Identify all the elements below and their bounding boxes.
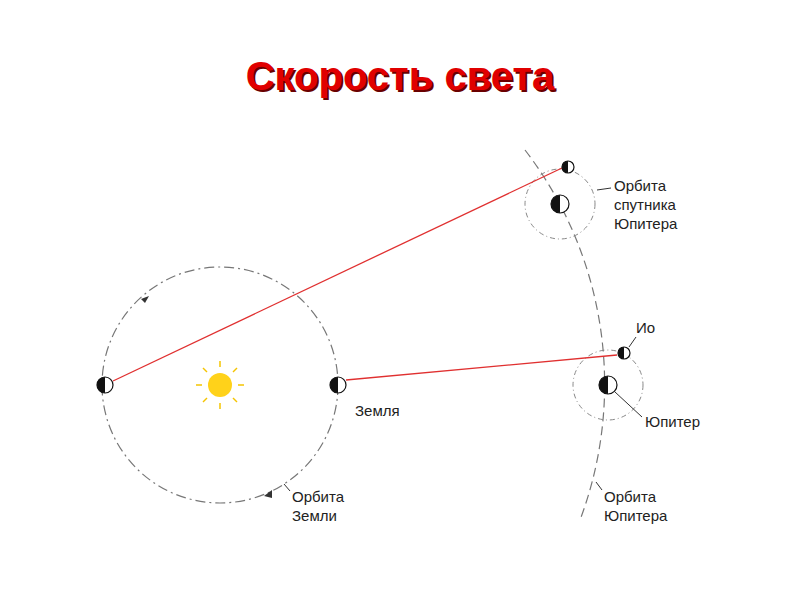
label: Земля xyxy=(355,401,435,420)
leader-line xyxy=(629,337,636,347)
light-path xyxy=(113,168,562,381)
light-path xyxy=(346,355,617,380)
leader-line xyxy=(597,188,611,190)
title: Скорость света xyxy=(0,54,800,99)
orbit-arrow xyxy=(141,296,149,303)
sun-rays xyxy=(196,361,244,409)
label: Орбита Земли xyxy=(292,487,364,525)
label: Орбита Юпитера xyxy=(604,487,684,525)
orbit-arrow xyxy=(264,490,272,498)
earth-symbol xyxy=(330,377,346,393)
jupiter-symbol xyxy=(599,376,617,394)
moon-orbit xyxy=(525,169,595,239)
jupiter-orbit xyxy=(525,150,605,520)
moon-orbit xyxy=(573,350,643,420)
earth-orbit xyxy=(102,267,338,503)
io-symbol xyxy=(562,161,574,173)
sun xyxy=(208,373,232,397)
jupiter-symbol xyxy=(551,195,569,213)
leader-line xyxy=(596,482,602,490)
earth-symbol xyxy=(97,377,113,393)
io-symbol xyxy=(618,347,630,359)
label: Ио xyxy=(636,318,676,337)
leader-line xyxy=(615,392,642,417)
leader-line xyxy=(284,484,290,491)
label: Юпитер xyxy=(645,412,735,431)
label: Орбита спутника Юпитера xyxy=(614,176,714,233)
